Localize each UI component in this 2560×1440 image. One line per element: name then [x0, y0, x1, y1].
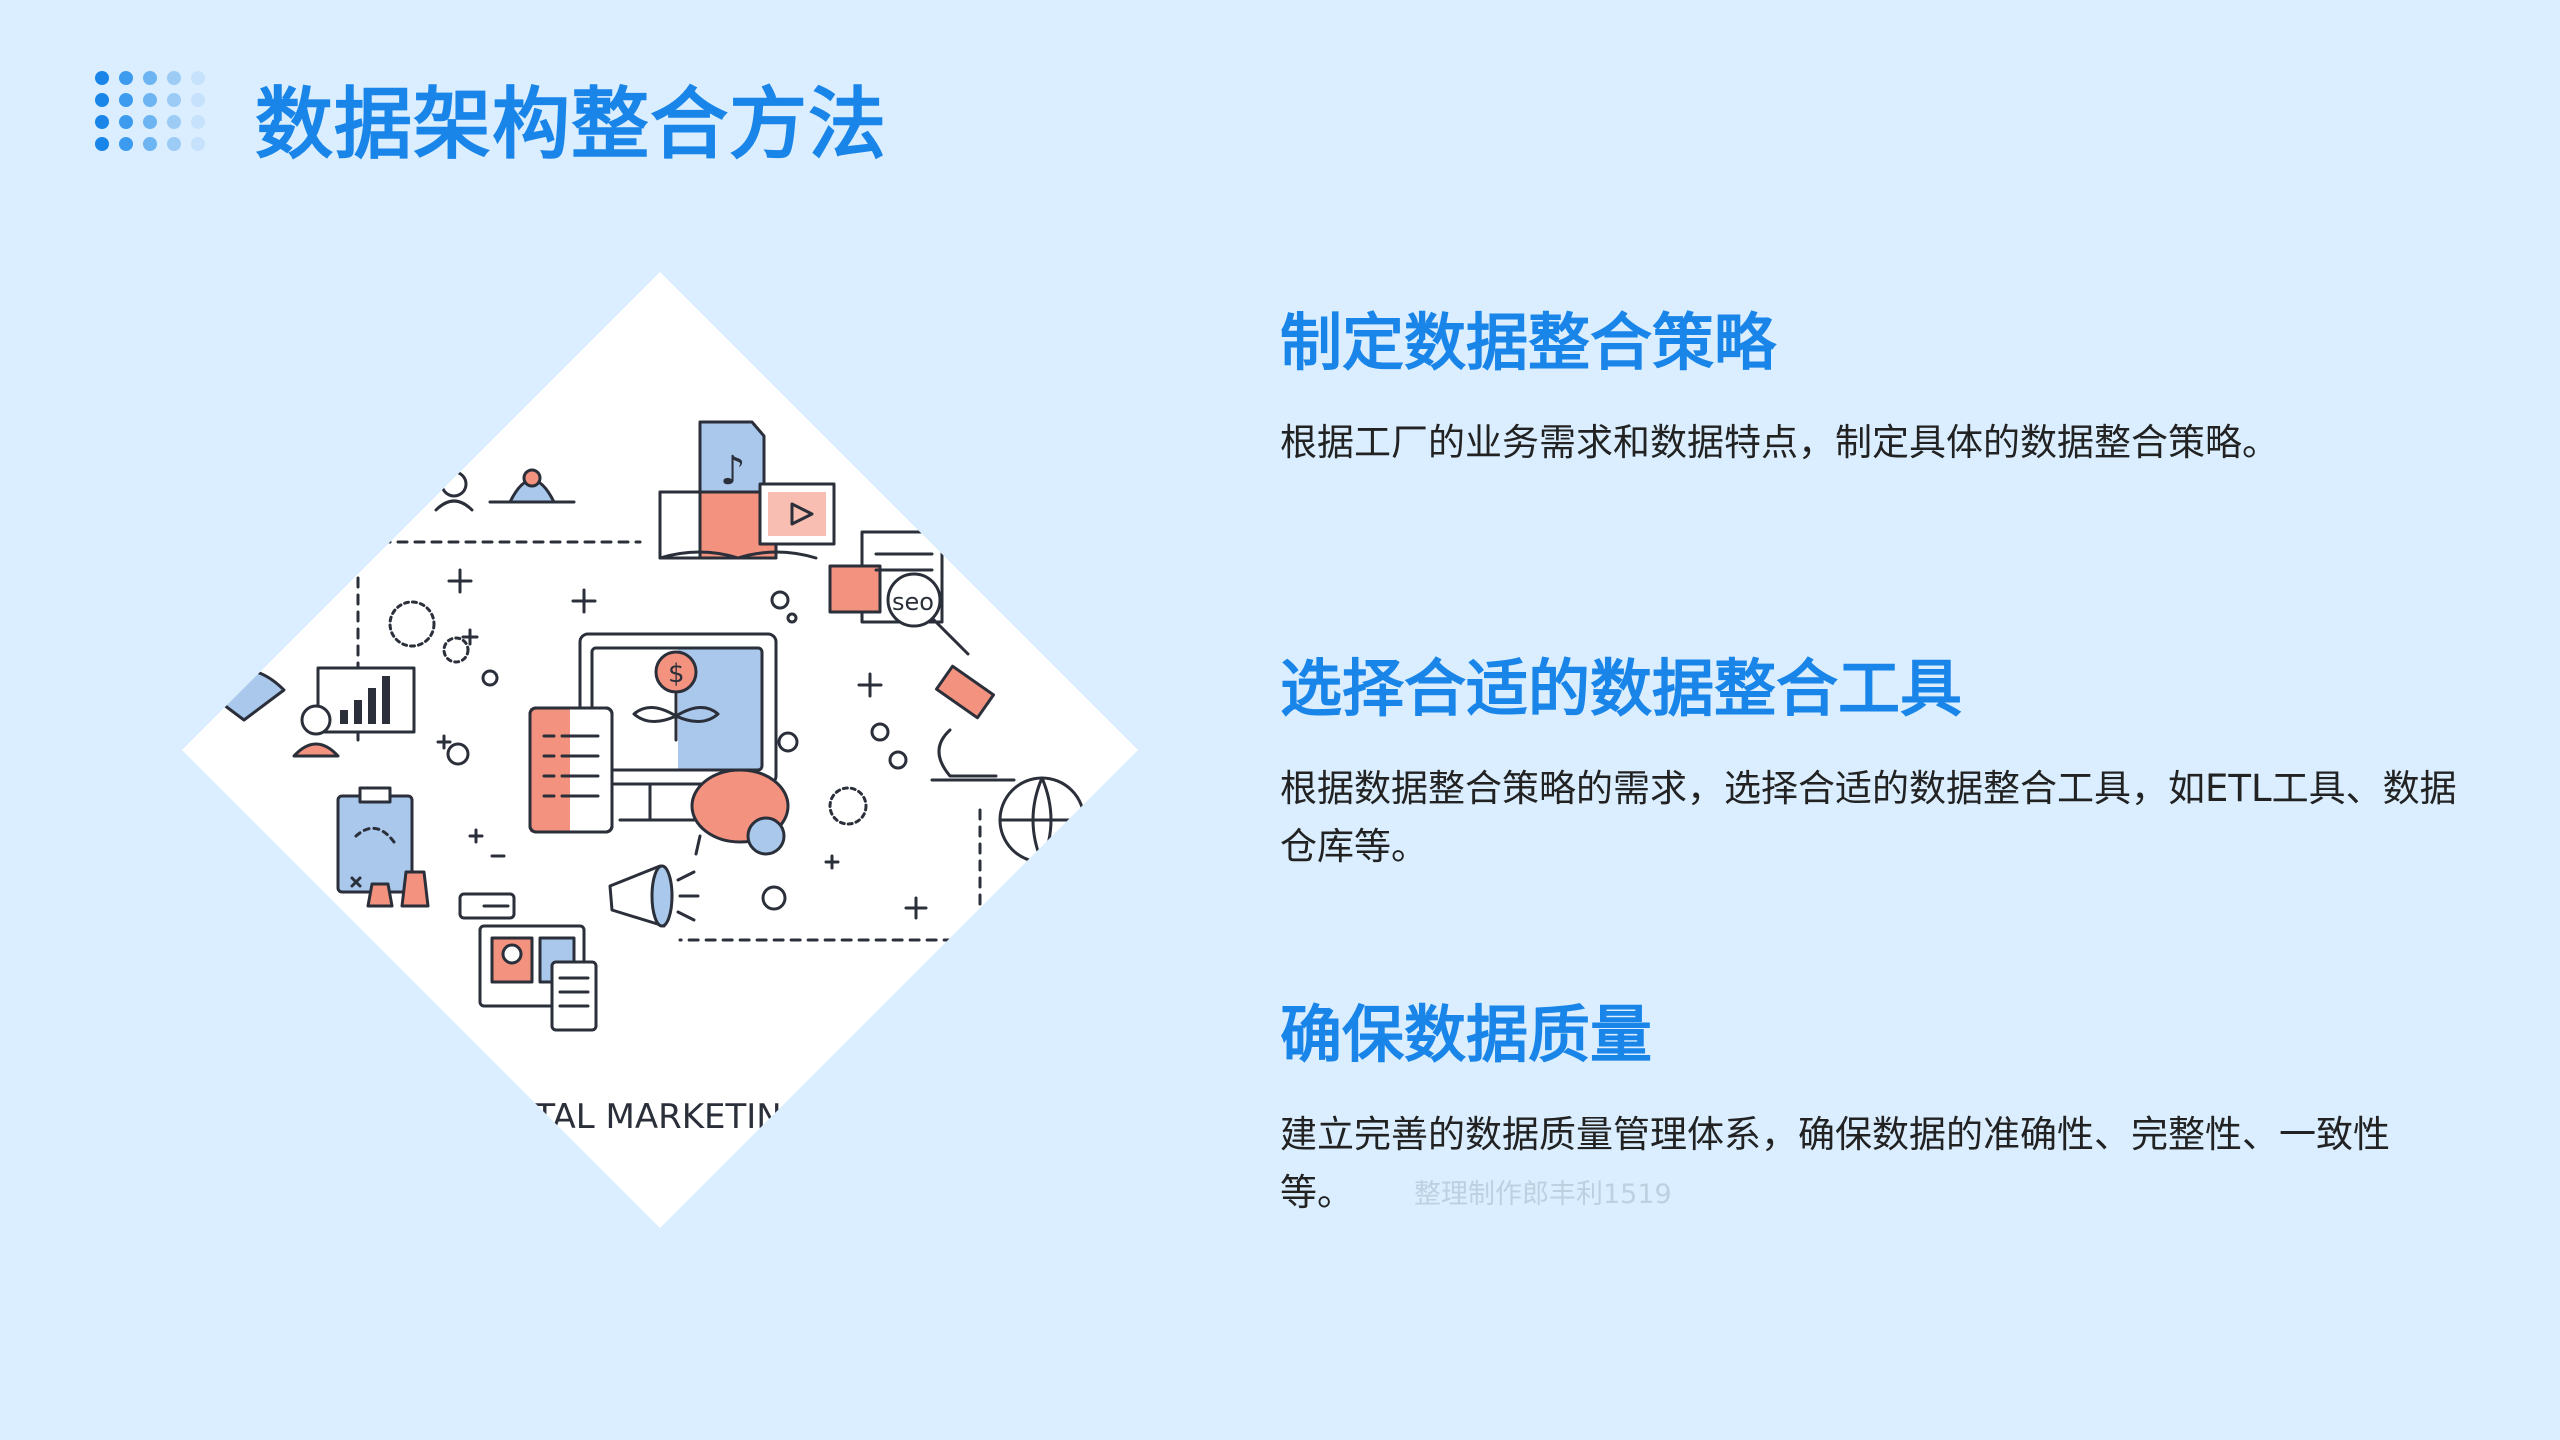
strategy-chess-icon: [336, 786, 430, 908]
section-tools: 选择合适的数据整合工具 根据数据整合策略的需求，选择合适的数据整合工具，如ETL…: [1280, 644, 2460, 876]
piggy-bank-icon: [690, 768, 790, 856]
section-quality: 确保数据质量 建立完善的数据质量管理体系，确保数据的准确性、完整性、一致性等。整…: [1280, 990, 2460, 1224]
page-title: 数据架构整合方法: [255, 80, 888, 170]
svg-text:seo: seo: [892, 588, 934, 616]
section-title: 确保数据质量: [1280, 998, 1653, 1071]
globe-icon: [998, 776, 1086, 864]
section-strategy: 制定数据整合策略 根据工厂的业务需求和数据特点，制定具体的数据整合策略。: [1280, 298, 2460, 472]
document-book-film-icon: ♪: [658, 420, 836, 560]
seo-magnifier-icon: seo: [828, 530, 970, 656]
section-title: 制定数据整合策略: [1280, 306, 1777, 379]
monitor-icon: $: [578, 632, 778, 822]
profile-tablet-icon: [458, 892, 598, 1032]
svg-text:$: $: [668, 659, 685, 689]
section-body: 根据工厂的业务需求和数据特点，制定具体的数据整合策略。: [1280, 421, 2279, 464]
section-title: 选择合适的数据整合工具: [1280, 652, 1963, 725]
svg-text:♪: ♪: [720, 448, 746, 494]
dot-grid-icon: [95, 71, 205, 151]
illustration-caption: GITAL MARKETIN: [498, 1097, 782, 1137]
megaphone-icon: [608, 864, 700, 928]
digital-marketing-illustration: $ ♪: [182, 272, 1138, 1228]
microscope-icon: [930, 664, 1016, 782]
watermark-text: 整理制作郎丰利1519: [1414, 1178, 1672, 1210]
section-body: 建立完善的数据质量管理体系，确保数据的准确性、完整性、一致性等。整理制作郎丰利1…: [1280, 1106, 2460, 1224]
section-body: 根据数据整合策略的需求，选择合适的数据整合工具，如ETL工具、数据仓库等。: [1280, 767, 2457, 868]
section-body-text: 建立完善的数据质量管理体系，确保数据的准确性、完整性、一致性等。: [1280, 1113, 2390, 1214]
checklist-phone-icon: [528, 706, 614, 834]
